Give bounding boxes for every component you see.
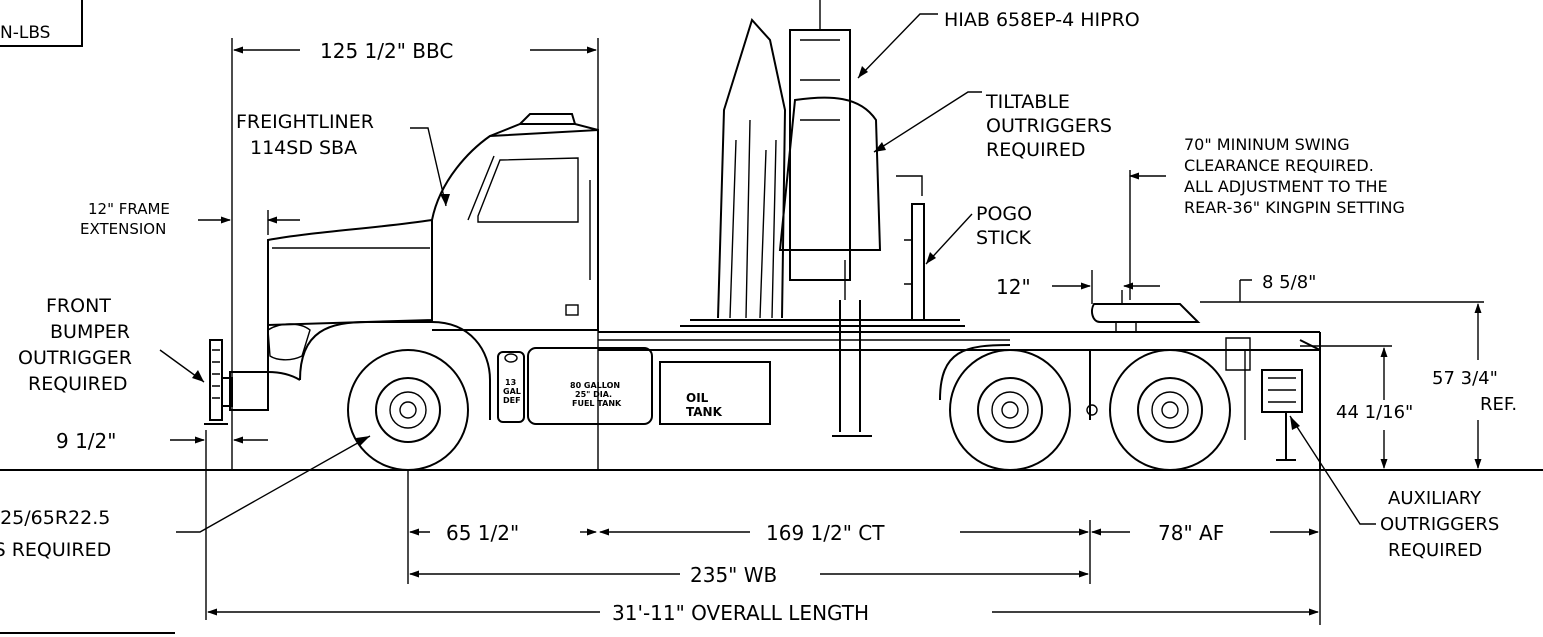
swing-line-4: REAR-36" KINGPIN SETTING (1184, 198, 1405, 217)
dim-front-overhang-label: 9 1/2" (56, 429, 116, 453)
pogo-line-2: STICK (976, 227, 1032, 249)
front-line-1: FRONT (46, 295, 111, 317)
dim-front-overhang: 9 1/2" (56, 429, 268, 620)
swing-line-3: ALL ADJUSTMENT TO THE (1184, 177, 1388, 196)
frame-ext-line-1: 12" FRAME (88, 200, 170, 218)
front-line-3: OUTRIGGER (18, 347, 132, 369)
pogo-line-1: POGO (976, 203, 1032, 225)
aux-line-1: AUXILIARY (1388, 488, 1482, 509)
def-tank-line-2: GAL (503, 387, 521, 396)
oil-tank-line-2: TANK (686, 405, 723, 419)
crane (680, 0, 965, 437)
swing-line-1: 70" MININUM SWING (1184, 135, 1350, 154)
rear-wheel-2 (1109, 349, 1231, 471)
dim-bbc: 125 1/2" BBC (231, 38, 599, 470)
dim-fifth-wheel-rise: 8 5/8" (1200, 272, 1484, 303)
crane-callout: HIAB 658EP-4 HIPRO (857, 9, 1140, 79)
front-outrigger-callout: FRONT BUMPER OUTRIGGER REQUIRED (18, 295, 205, 395)
dim-overall: 31'-11" OVERALL LENGTH (207, 545, 1321, 625)
def-tank-line-1: 13 (505, 378, 516, 387)
ref-label: REF. (1480, 394, 1517, 415)
aux-outrigger-callout: AUXILIARY OUTRIGGERS REQUIRED (1289, 415, 1499, 561)
tiltable-line-1: TILTABLE (985, 91, 1070, 113)
swing-clearance-note: 70" MININUM SWING CLEARANCE REQUIRED. AL… (1129, 135, 1405, 300)
def-tank-line-3: DEF (503, 396, 521, 405)
swing-line-2: CLEARANCE REQUIRED. (1184, 156, 1374, 175)
weight-unit-tag: N-LBS (0, 23, 50, 43)
tires-callout: 425/65R22.5 IS REQUIRED (0, 435, 371, 561)
frame-ext-line-2: EXTENSION (80, 220, 166, 238)
rear-wheel-1 (949, 349, 1071, 471)
dim-front-axle-label: 65 1/2" (446, 521, 519, 545)
dim-12in-label: 12" (996, 275, 1031, 299)
aux-line-2: OUTRIGGERS (1380, 514, 1499, 535)
fuel-tank-line-1: 80 GALLON (570, 381, 620, 390)
tiltable-callout: TILTABLE OUTRIGGERS REQUIRED (873, 91, 1112, 161)
front-bumper-outrigger (204, 339, 233, 425)
crane-model-label: HIAB 658EP-4 HIPRO (944, 9, 1140, 31)
dim-heights: 44 1/16" 57 3/4" REF. (1300, 303, 1517, 469)
front-line-2: BUMPER (50, 321, 130, 343)
pogo-callout: POGO STICK (896, 175, 1032, 265)
dim-bbc-label: 125 1/2" BBC (320, 39, 453, 63)
dim-fifth-wheel-offset: 12" (996, 270, 1160, 304)
dim-8-5-8-label: 8 5/8" (1262, 272, 1316, 293)
dim-af-label: 78" AF (1158, 521, 1224, 545)
truck-body: 80 GALLON 25" DIA. FUEL TANK 13 GAL DEF … (229, 113, 1321, 470)
fifth-wheel (1091, 290, 1201, 333)
title-block-fragment: N-LBS (0, 0, 175, 634)
aux-line-3: REQUIRED (1388, 540, 1482, 561)
dim-lower-chain: 65 1/2" 169 1/2" CT 78" AF (407, 470, 1321, 584)
dim-wb-label: 235" WB (690, 563, 777, 587)
frame-extension-callout: 12" FRAME EXTENSION (80, 200, 300, 238)
tiltable-line-3: REQUIRED (986, 139, 1086, 161)
oil-tank-line-1: OIL (686, 391, 709, 405)
front-line-4: REQUIRED (28, 373, 128, 395)
front-wheel (347, 349, 469, 471)
tires-line-1: 425/65R22.5 (0, 507, 110, 529)
truck-model-line-1: FREIGHTLINER (236, 111, 374, 133)
dim-44-label: 44 1/16" (1336, 402, 1413, 423)
truck-model-callout: FREIGHTLINER 114SD SBA (236, 111, 450, 207)
fuel-tank-line-2: 25" DIA. (575, 390, 612, 399)
dim-overall-label: 31'-11" OVERALL LENGTH (612, 601, 869, 625)
dim-wheelbase: 235" WB (409, 563, 1089, 587)
dim-57-label: 57 3/4" (1432, 368, 1498, 389)
dim-ct-label: 169 1/2" CT (766, 521, 885, 545)
truck-model-line-2: 114SD SBA (250, 137, 357, 159)
tiltable-line-2: OUTRIGGERS (986, 115, 1112, 137)
tires-line-2: IS REQUIRED (0, 539, 111, 561)
fuel-tank-line-3: FUEL TANK (572, 399, 622, 408)
